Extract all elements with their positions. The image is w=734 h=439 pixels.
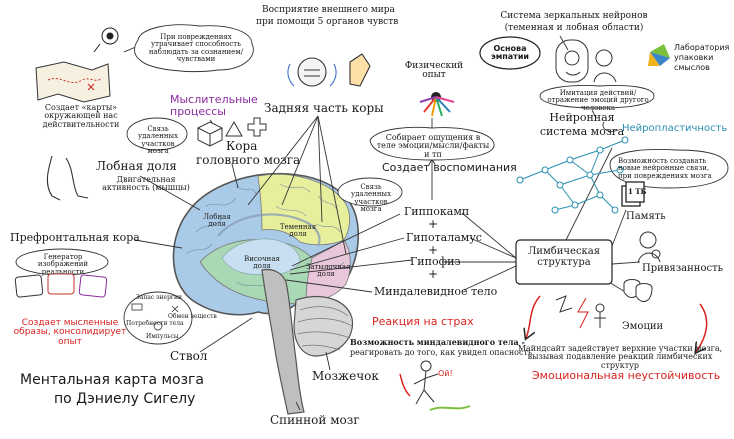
title-line-2: по Дэниелу Сигелу xyxy=(54,391,196,407)
stem-body-needs-note: Потребности тела xyxy=(126,320,184,327)
cortex-label-line-2: головного мозга xyxy=(196,153,301,167)
colorful-burst-icon xyxy=(419,92,455,117)
attachment-label: Привязанность xyxy=(642,263,724,274)
cortex-label-line-1: Кора xyxy=(226,139,258,153)
collects-note: Собирает ощущения в теле эмоции/мысли/фа… xyxy=(376,133,490,159)
perception-line-2: при помощи 5 органов чувств xyxy=(256,17,399,27)
thought-processes-label: Мыслительные процессы xyxy=(170,93,258,118)
frontal-links-note: Связь удаленных участков мозга xyxy=(137,125,179,156)
empathy-bubble xyxy=(479,36,541,70)
possibility-note-bold: Возможность миндалевидного тела - xyxy=(350,337,525,347)
plus-1: + xyxy=(428,217,439,231)
logo-text-line-1: Лаборатория xyxy=(674,43,730,52)
spinal-cord-label: Спинной мозг xyxy=(270,413,360,427)
image-generator-note: Генератор изображений реальности xyxy=(37,253,89,276)
mother-child-icon xyxy=(637,231,661,263)
cerebellum-label: Мозжечок xyxy=(312,369,379,383)
memories-label: Создает воспоминания xyxy=(382,161,517,174)
stem-impulses-note: Импульсы xyxy=(146,333,179,340)
frontal-lobe-label: Лобная доля xyxy=(96,159,177,173)
eye-hand-icon xyxy=(93,27,119,53)
damage-note: При повреждениях утрачивает способность … xyxy=(148,33,244,64)
hippocampus-label: Гиппокамп xyxy=(404,205,470,218)
memory-book-icon xyxy=(621,181,645,207)
title-line-1: Ментальная карта мозга xyxy=(20,372,204,388)
mindsight-note: Майндсайт задействует верхние участки мо… xyxy=(517,344,723,370)
five-senses-icon xyxy=(287,53,371,87)
prefrontal-pictures-icon xyxy=(14,273,108,298)
memory-label: Память xyxy=(626,211,666,222)
walking-legs-icon xyxy=(46,155,89,201)
brain-label-temporal: Височная доля xyxy=(244,255,280,271)
emotions-label: Эмоции xyxy=(622,321,664,332)
logo-text-line-3: смыслов xyxy=(674,63,710,72)
physical-experience-label: Физический опыт xyxy=(404,61,464,81)
stem-energy-note: Запас энергии xyxy=(136,294,183,301)
hippo-note-bubble xyxy=(337,177,403,207)
motor-activity-note: Двигательная активность (мышцы) xyxy=(102,175,190,193)
brain-label-occipital: Затылочная доля xyxy=(306,263,351,279)
plasticity-note: Возможность создавать новые нейронные св… xyxy=(618,157,712,180)
perception-line-1: Восприятие внешнего мира xyxy=(262,5,395,15)
limbic-structure-label: Лимбическая структура xyxy=(527,246,601,268)
brainstem-region xyxy=(261,268,305,415)
plus-2: + xyxy=(428,243,439,257)
frontal-links-bubble xyxy=(126,117,188,151)
oi-exclamation: Ой! xyxy=(438,369,453,378)
plus-3: + xyxy=(428,267,439,281)
mirror-system-title-2: (теменная и лобная области) xyxy=(504,23,644,33)
collects-bubble xyxy=(369,126,495,161)
memory-book-caption: 1 ТБ xyxy=(628,187,647,196)
neuroplasticity-label: Нейропластичность xyxy=(622,123,728,134)
prefrontal-label: Префронтальная кора xyxy=(10,231,140,244)
stem-needs-icons xyxy=(131,303,179,331)
red-fear-arrows xyxy=(399,295,708,397)
mental-images-note: Создает мысленные образы, консолидирует … xyxy=(13,318,127,347)
map-note: Создает «карты» окружающей нас действите… xyxy=(42,103,120,129)
limbic-box xyxy=(515,239,613,285)
neural-loop-arrow xyxy=(602,121,619,132)
mirror-imitation-bubble xyxy=(539,85,655,109)
empathy-label: Основа эмпатии xyxy=(490,44,530,62)
mirror-system-title-1: Система зеркальных нейронов xyxy=(500,11,648,21)
running-figure-icon xyxy=(413,360,471,411)
stem-exchange-note: Обмен веществ xyxy=(168,313,217,320)
brain-label-parietal: Теменная доля xyxy=(279,223,317,239)
pituitary-label: Гипофиз xyxy=(410,255,461,268)
geometric-shapes-icon xyxy=(197,117,267,147)
possibility-note-rest: реагировать до того, как увидел опасност… xyxy=(350,348,533,357)
brain-label-frontal: Лобная доля xyxy=(203,213,231,229)
brainstem-label: Ствол xyxy=(170,349,208,363)
neural-system-label-2: система мозга xyxy=(539,125,625,138)
logo-text-line-2: упаковки xyxy=(674,53,714,62)
hypothalamus-label: Гипоталамус xyxy=(406,231,482,244)
lightning-figures-icon xyxy=(555,295,606,329)
parietal-region xyxy=(257,173,350,246)
neural-network-graphic xyxy=(516,136,629,214)
emotional-instability-label: Эмоциональная неустойчивость xyxy=(532,369,721,382)
posterior-cortex-label: Задняя часть коры xyxy=(264,101,384,115)
damage-bubble xyxy=(134,24,254,72)
treasure-map-icon xyxy=(35,61,111,103)
imitation-note: Имитация действий/ отражение эмоций друг… xyxy=(547,89,649,112)
note-bubbles xyxy=(15,24,729,345)
cerebellum-region xyxy=(293,296,354,357)
mirror-faces-icon xyxy=(555,39,617,83)
fear-reaction-label: Реакция на страх xyxy=(372,315,474,328)
amygdala-label: Миндалевидное тело xyxy=(374,285,498,298)
hippo-links-note: Связь удаленных участков мозга xyxy=(350,183,392,214)
neural-system-label-1: Нейронная xyxy=(549,111,615,124)
logo-mark xyxy=(648,44,670,66)
stem-needs-bubble xyxy=(123,291,193,345)
theater-masks-icon xyxy=(623,279,653,303)
